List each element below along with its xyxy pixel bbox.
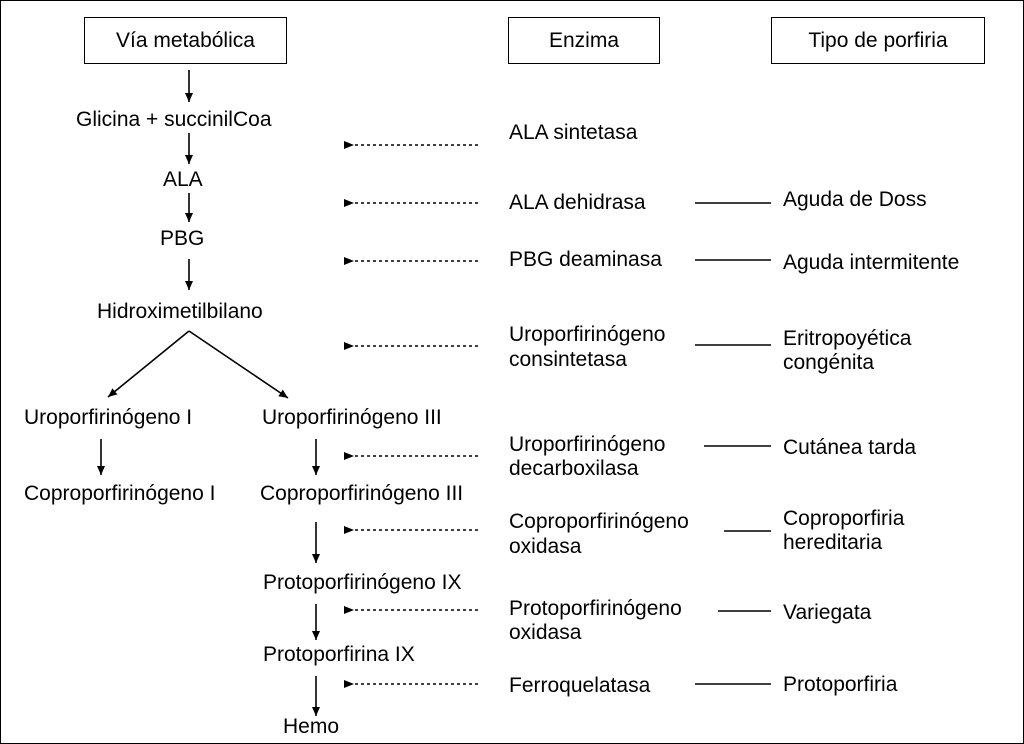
porphyria-hereditary-coproporphyria-line1: Coproporfiria bbox=[783, 507, 905, 530]
node-glycine-succinylcoa: Glicina + succinilCoa bbox=[76, 108, 272, 131]
enzyme-ferrochelatase: Ferroquelatasa bbox=[509, 674, 651, 697]
porphyria-erythropoietic-congenital-line2: congénita bbox=[783, 351, 875, 374]
node-coproporphyrinogen-1: Coproporfirinógeno I bbox=[24, 482, 216, 505]
enzyme-uroporphyrinogen-decarboxylase-line2: decarboxilasa bbox=[509, 457, 639, 480]
porphyria-erythropoietic-congenital-line1: Eritropoyética bbox=[783, 327, 912, 350]
header-enzyme: Enzima bbox=[508, 17, 660, 64]
node-pbg: PBG bbox=[160, 227, 205, 250]
porphyria-acute-intermittent: Aguda intermitente bbox=[783, 251, 960, 274]
porphyria-variegate: Variegata bbox=[783, 601, 872, 624]
node-uroporphyrinogen-3: Uroporfirinógeno III bbox=[262, 406, 442, 429]
node-hydroxymethylbilane: Hidroximetilbilano bbox=[97, 300, 263, 323]
node-ala: ALA bbox=[163, 168, 203, 191]
porphyria-cutanea-tarda: Cutánea tarda bbox=[783, 436, 917, 459]
enzyme-action-arrows bbox=[344, 141, 478, 688]
porphyria-hereditary-coproporphyria-line2: hereditaria bbox=[783, 531, 883, 554]
node-protoporphyrin-9: Protoporfirina IX bbox=[263, 643, 415, 666]
node-protoporphyrinogen-9: Protoporfirinógeno IX bbox=[263, 571, 462, 594]
enzyme-uroporphyrinogen-cosynthase-line2: consintetasa bbox=[509, 348, 627, 371]
enzyme-porphyria-links bbox=[695, 202, 771, 685]
node-heme: Hemo bbox=[283, 715, 340, 738]
pathway-arrows bbox=[97, 70, 320, 716]
header-porphyria-type: Tipo de porfiria bbox=[771, 17, 985, 64]
enzyme-uroporphyrinogen-decarboxylase-line1: Uroporfirinógeno bbox=[509, 433, 666, 456]
enzyme-pbg-deaminase: PBG deaminasa bbox=[509, 248, 662, 271]
porphyria-doss-acute: Aguda de Doss bbox=[783, 188, 927, 211]
porphyria-protoporphyria: Protoporfiria bbox=[783, 673, 898, 696]
enzyme-uroporphyrinogen-cosynthase-line1: Uroporfirinógeno bbox=[509, 323, 666, 346]
enzyme-ala-synthase: ALA sintetasa bbox=[509, 121, 638, 144]
node-coproporphyrinogen-3: Coproporfirinógeno III bbox=[260, 482, 464, 505]
header-pathway: Vía metabólica bbox=[84, 17, 287, 64]
enzyme-protoporphyrinogen-oxidase-line2: oxidasa bbox=[509, 621, 582, 644]
enzyme-ala-dehydratase: ALA dehidrasa bbox=[509, 191, 646, 214]
arrow-hmb-to-uro1 bbox=[107, 330, 190, 398]
enzyme-coproporphyrinogen-oxidase-line1: Coproporfirinógeno bbox=[509, 510, 689, 533]
enzyme-coproporphyrinogen-oxidase-line2: oxidasa bbox=[509, 535, 582, 558]
node-uroporphyrinogen-1: Uroporfirinógeno I bbox=[24, 406, 193, 429]
enzyme-protoporphyrinogen-oxidase-line1: Protoporfirinógeno bbox=[509, 597, 682, 620]
arrow-hmb-to-uro3 bbox=[188, 330, 289, 399]
